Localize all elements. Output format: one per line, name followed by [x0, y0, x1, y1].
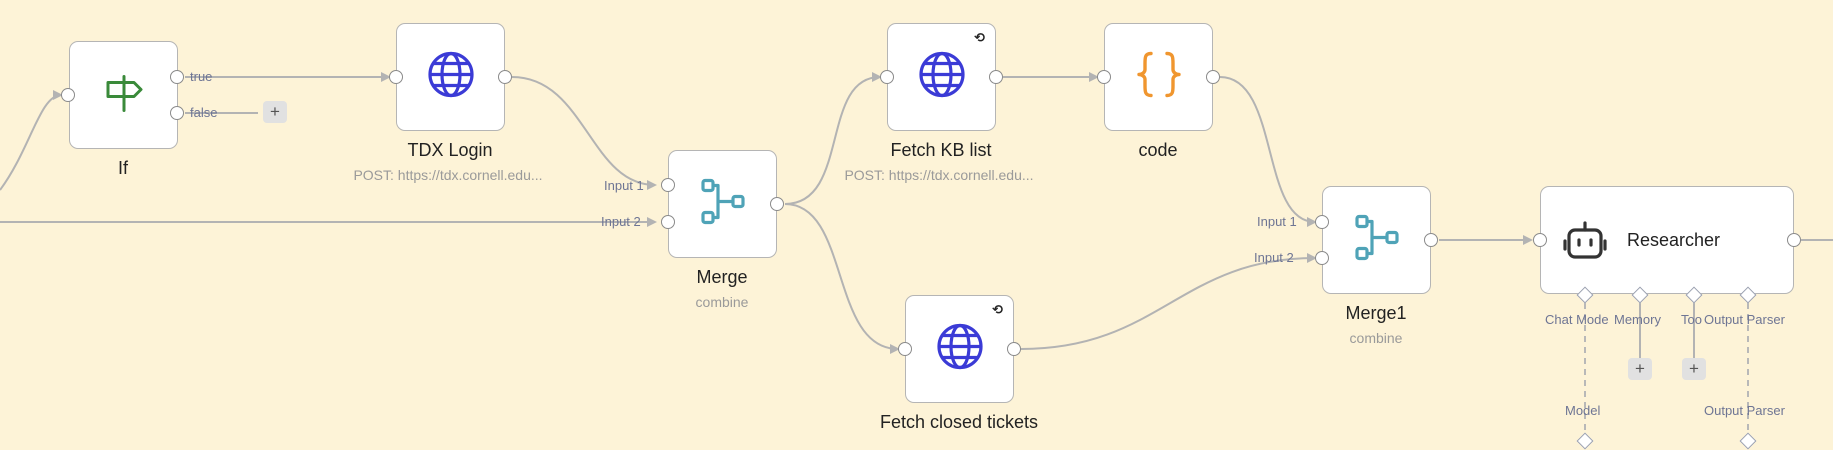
code-node[interactable] [1104, 23, 1213, 131]
tdx-login-node[interactable] [396, 23, 505, 131]
merge-input2-port[interactable] [661, 215, 675, 229]
merge-output-port[interactable] [770, 197, 784, 211]
edge-merge-to-fetch-kb [784, 72, 882, 205]
fetch-tickets-title: Fetch closed tickets [879, 412, 1039, 432]
merge-subtitle: combine [695, 294, 749, 310]
robot-icon [1563, 221, 1607, 266]
researcher-input-port[interactable] [1533, 233, 1547, 247]
tdx-login-subtitle: POST: https://tdx.cornell.edu... [353, 167, 543, 183]
researcher-output-port[interactable] [1787, 233, 1801, 247]
refresh-icon: ⟲ [992, 302, 1003, 317]
code-output-port[interactable] [1206, 70, 1220, 84]
merge-input1-port[interactable] [661, 178, 675, 192]
fetch-kb-subtitle: POST: https://tdx.cornell.edu... [844, 167, 1034, 183]
edge-incoming-if [0, 90, 63, 191]
researcher-node[interactable]: Researcher [1540, 186, 1794, 294]
edge-fetch-tickets-to-merge1 [1020, 253, 1317, 350]
add-memory-button[interactable]: + [1628, 358, 1652, 380]
merge-input2-label: Input 2 [601, 214, 641, 229]
merge-icon [699, 177, 747, 232]
if-node[interactable] [69, 41, 178, 149]
if-false-label: false [190, 105, 218, 120]
merge1-input2-port[interactable] [1315, 251, 1329, 265]
edge-code-to-merge1 [1219, 76, 1317, 227]
chat-model-label: Chat Mode [1545, 312, 1609, 327]
merge1-output-port[interactable] [1424, 233, 1438, 247]
merge1-input1-label: Input 1 [1257, 214, 1297, 229]
fetch-tickets-output-port[interactable] [1007, 342, 1021, 356]
add-tool-button[interactable]: + [1682, 358, 1706, 380]
fetch-kb-input-port[interactable] [880, 70, 894, 84]
globe-icon [917, 50, 967, 105]
tool-label: Too [1681, 312, 1702, 327]
output-parser-sub-label: Output Parser [1704, 403, 1785, 418]
tdx-login-input-port[interactable] [389, 70, 403, 84]
refresh-icon: ⟲ [974, 30, 985, 45]
memory-label: Memory [1614, 312, 1661, 327]
if-node-title: If [117, 158, 129, 178]
if-true-port[interactable] [170, 70, 184, 84]
fetch-tickets-input-port[interactable] [898, 342, 912, 356]
merge1-node[interactable] [1322, 186, 1431, 294]
merge1-input2-label: Input 2 [1254, 250, 1294, 265]
add-false-branch-button[interactable]: + [263, 101, 287, 123]
if-true-label: true [190, 69, 213, 84]
merge-title: Merge [696, 267, 748, 287]
merge1-title: Merge1 [1345, 303, 1407, 323]
if-false-port[interactable] [170, 106, 184, 120]
fetch-kb-title: Fetch KB list [890, 140, 992, 160]
globe-icon [935, 322, 985, 377]
code-input-port[interactable] [1097, 70, 1111, 84]
researcher-title: Researcher [1627, 230, 1721, 250]
curly-braces-icon [1136, 50, 1182, 105]
globe-icon [426, 50, 476, 105]
fetch-kb-node[interactable]: ⟲ [887, 23, 996, 131]
merge1-input1-port[interactable] [1315, 215, 1329, 229]
edge-tdx-login-to-merge [511, 76, 657, 190]
merge-node[interactable] [668, 150, 777, 258]
signpost-icon [102, 71, 146, 120]
edge-merge-to-fetch-tickets [784, 203, 900, 354]
fetch-kb-output-port[interactable] [989, 70, 1003, 84]
merge-icon [1353, 213, 1401, 268]
tdx-login-title: TDX Login [407, 140, 493, 160]
merge-input1-label: Input 1 [604, 178, 644, 193]
fetch-tickets-node[interactable]: ⟲ [905, 295, 1014, 403]
merge1-subtitle: combine [1349, 330, 1403, 346]
code-title: code [1138, 140, 1178, 160]
model-label: Model [1565, 403, 1601, 418]
output-parser-label: Output Parser [1704, 312, 1785, 327]
tdx-login-output-port[interactable] [498, 70, 512, 84]
if-input-port[interactable] [61, 88, 75, 102]
